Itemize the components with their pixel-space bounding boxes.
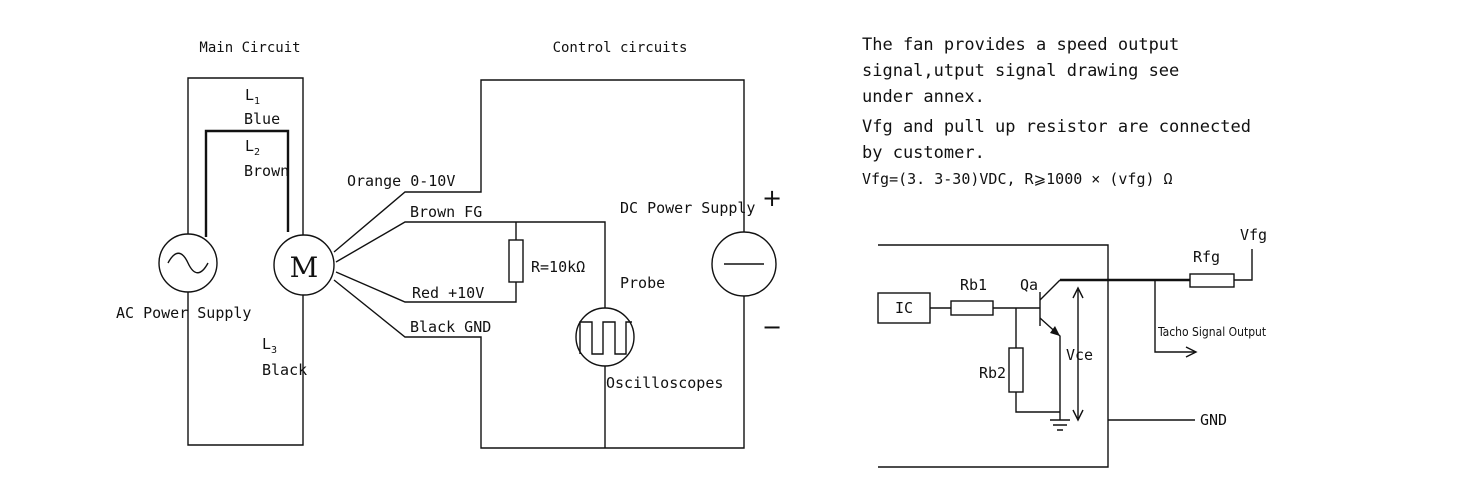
plus-sign: + [762,184,782,212]
l3-label: L3 [262,335,277,356]
l1-label: L1 [245,86,260,107]
vce-label: Vce [1066,346,1093,364]
note-line: The fan provides a speed output [862,35,1179,55]
black-gnd-wire [333,279,745,449]
motor-symbol [273,234,335,296]
ground-icon [1050,419,1070,431]
rb2-resistor [1008,347,1024,393]
note-line: under annex. [862,87,985,107]
black-gnd-label: Black GND [410,318,491,336]
tacho-label: Tacho Signal Output [1157,325,1266,339]
blue-label: Blue [244,110,280,128]
rb1-label: Rb1 [960,276,987,294]
vfg-wire [1234,249,1253,281]
vfg-label: Vfg [1240,226,1267,244]
brown-fg-label: Brown FG [410,203,482,221]
ic-block [877,292,931,324]
resistor-label: R=10kΩ [531,258,585,276]
transistor-qa [1039,279,1061,420]
red-wire-label: Red +10V [412,284,484,302]
l1-l2-bold-wire [204,129,290,237]
dc-power-supply-label: DC Power Supply [620,199,755,217]
notes-block: The fan provides a speed output signal,u… [862,35,1251,188]
pullup-resistor [508,239,524,283]
oscilloscope-label: Oscilloscopes [606,374,723,392]
rb2-branch-wire [1015,308,1060,413]
l2-label: L2 [245,137,260,158]
square-wave-icon [579,321,632,355]
vce-arrowheads-icon [1072,286,1084,422]
orange-wire [333,79,745,253]
tacho-arrow-icon [1185,346,1198,358]
control-circuit: Control circuits R=10kΩ Probe Oscillosco… [333,40,782,449]
orange-wire-label: Orange 0-10V [347,172,455,190]
tacho-wire [1154,280,1195,353]
minus-sign: − [762,313,782,341]
probe-label: Probe [620,274,665,292]
rb1-resistor [950,300,994,316]
main-circuit: Main Circuit M L1 Blue L2 Brown AC Power… [116,40,335,446]
note-line: by customer. [862,143,985,163]
note-line: Vfg and pull up resistor are connected [862,117,1251,137]
rb2-label: Rb2 [979,364,1006,382]
brown-label: Brown [244,162,289,180]
note-formula: Vfg=(3. 3-30)VDC, R⩾1000 × (vfg) Ω [862,170,1173,188]
rfg-label: Rfg [1193,248,1220,266]
control-circuit-title: Control circuits [553,40,688,56]
fan-housing-outline [878,244,1109,468]
qa-label: Qa [1020,276,1038,294]
output-circuit: IC Rb1 Rb2 Qa Rfg Vfg Vce Tacho Signal O… [877,226,1267,468]
sine-wave-icon [167,252,209,274]
brown-fg-wire [335,221,606,308]
resistor-branch-wire [335,222,517,303]
main-circuit-title: Main Circuit [199,40,300,56]
gnd-label: GND [1200,411,1227,429]
black-label: Black [262,361,307,379]
ac-power-supply-label: AC Power Supply [116,304,251,322]
ic-label: IC [895,299,913,317]
emitter-arrow-icon [1050,326,1060,336]
rfg-resistor [1189,273,1235,288]
motor-label: M [290,251,319,284]
note-line: signal,utput signal drawing see [862,61,1179,81]
